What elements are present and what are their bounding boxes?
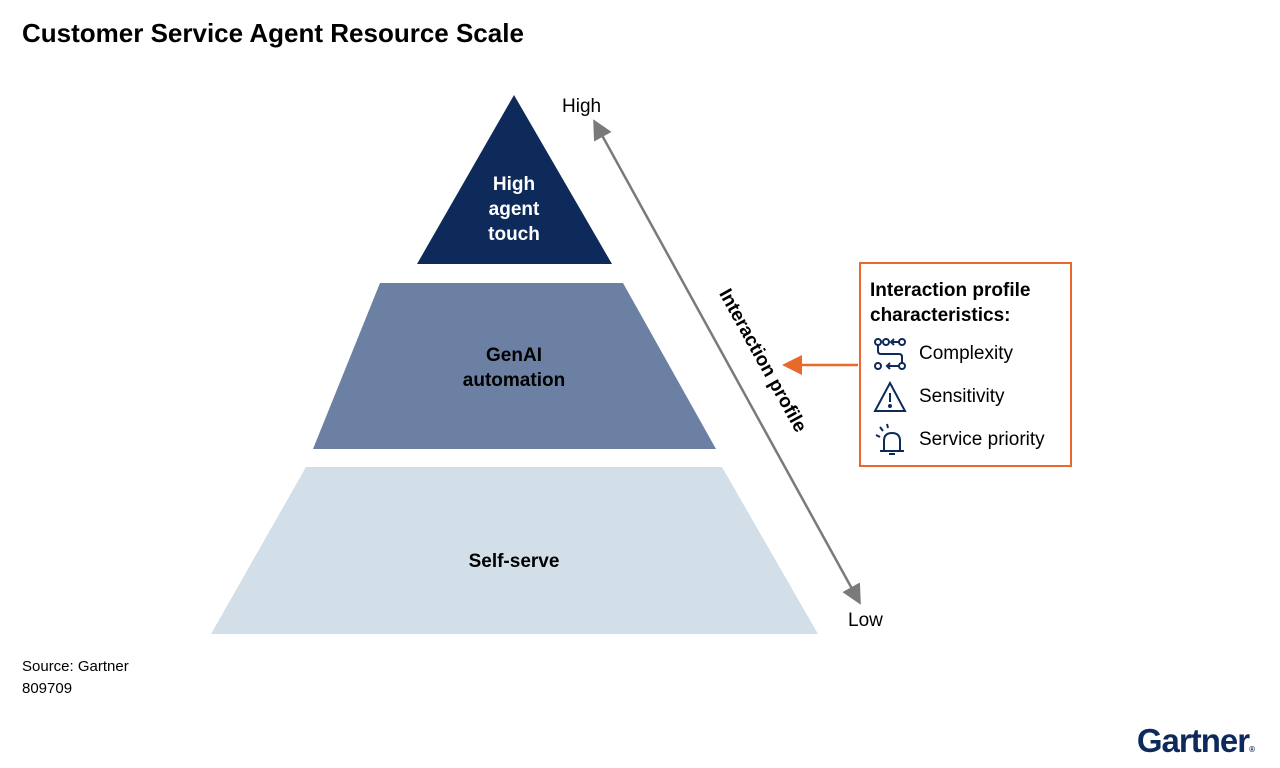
characteristic-complexity: Complexity <box>873 337 1013 371</box>
tier-label-genai: GenAI automation <box>462 345 566 391</box>
characteristic-label: Complexity <box>919 343 1013 364</box>
characteristic-label: Service priority <box>919 429 1045 450</box>
axis-low-label: Low <box>848 610 883 631</box>
characteristics-box: Interaction profile characteristics: Com… <box>859 262 1072 467</box>
page-title: Customer Service Agent Resource Scale <box>22 18 524 48</box>
characteristic-service-priority: Service priority <box>873 423 1045 457</box>
characteristic-sensitivity: Sensitivity <box>873 380 1005 414</box>
characteristics-title: Interaction profile characteristics: <box>870 280 1031 326</box>
axis-high-label: High <box>562 96 602 117</box>
characteristic-label: Sensitivity <box>919 386 1005 407</box>
warning-triangle-icon <box>873 380 907 412</box>
document-id: 809709 <box>22 680 73 697</box>
complexity-icon <box>874 338 906 370</box>
gartner-logo: Gartner® <box>1136 722 1255 759</box>
bell-icon <box>875 423 904 455</box>
tier-label-high-touch: High agent touch <box>488 174 540 245</box>
tier-top <box>417 95 612 264</box>
interaction-profile-arrow <box>593 119 861 605</box>
logo-text: Gartner <box>1136 722 1250 759</box>
tier-label-self-serve: Self-serve <box>468 551 560 572</box>
source-text: Source: Gartner <box>22 658 129 675</box>
